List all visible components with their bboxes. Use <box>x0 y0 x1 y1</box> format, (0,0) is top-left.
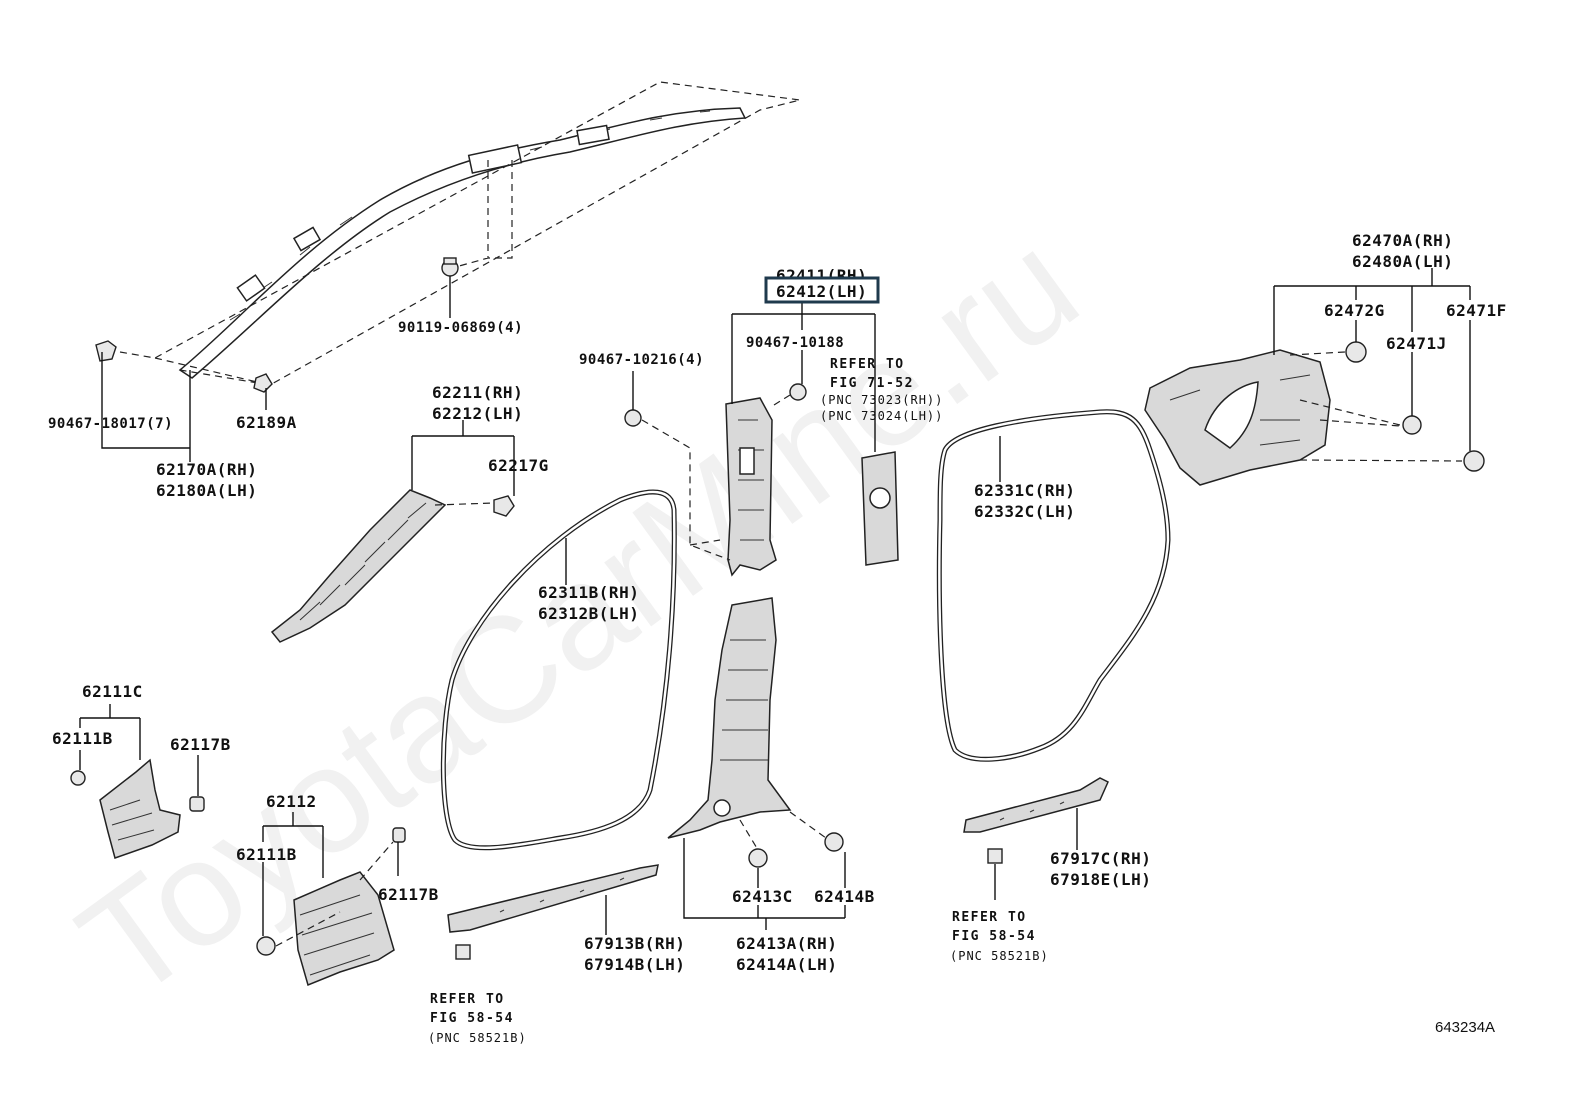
clip-scuff-left-icon <box>455 944 471 960</box>
ref-fig58-right-line1: REFER TO <box>952 910 1027 925</box>
roof-side-inner-garnish <box>1144 349 1331 486</box>
label-90467-10216: 90467-10216(4) <box>579 352 704 368</box>
label-62414b: 62414B <box>814 887 875 906</box>
label-62331c: 62331C(RH) <box>974 481 1075 500</box>
clip-90467-18017-icon <box>95 340 117 362</box>
cowl-side-trim-upper <box>99 758 181 859</box>
label-62413c: 62413C <box>732 887 793 906</box>
front-door-weatherstrip <box>440 489 677 851</box>
label-62212: 62212(LH) <box>432 404 523 423</box>
ref-fig58-left-line1: REFER TO <box>430 992 505 1007</box>
ref-fig71-line4: (PNC 73024(LH)) <box>820 409 943 423</box>
highlight-62412-box <box>764 276 880 304</box>
label-62180a: 62180A(LH) <box>156 481 257 500</box>
ref-fig58-left-line2: FIG 58-54 <box>430 1011 514 1026</box>
label-62471f: 62471F <box>1446 301 1507 320</box>
label-67913b: 67913B(RH) <box>584 934 685 953</box>
label-62414a: 62414A(LH) <box>736 955 837 974</box>
label-90467-18017: 90467-18017(7) <box>48 416 173 432</box>
ref-fig58-right-line2: FIG 58-54 <box>952 929 1036 944</box>
upper-center-pillar-garnish <box>725 397 777 577</box>
rear-door-weatherstrip <box>936 409 1171 762</box>
clip-62117b-upper-icon <box>189 796 205 812</box>
label-62312b: 62312B(LH) <box>538 604 639 623</box>
label-62472g: 62472G <box>1324 301 1385 320</box>
label-62170a: 62170A(RH) <box>156 460 257 479</box>
label-62471j: 62471J <box>1386 334 1447 353</box>
label-90467-10188: 90467-10188 <box>746 335 844 351</box>
clip-62471f-icon <box>1463 450 1485 472</box>
clip-62217g-icon <box>493 495 515 517</box>
clip-62414b-icon <box>824 832 844 852</box>
ref-fig58-right-line3: (PNC 58521B) <box>950 949 1049 963</box>
label-62332c: 62332C(LH) <box>974 502 1075 521</box>
clip-62472g-icon <box>1345 341 1367 363</box>
label-62111c: 62111C <box>82 682 143 701</box>
curtain-airbag <box>119 81 801 386</box>
ref-fig71-line1: REFER TO <box>830 357 905 372</box>
label-62311b: 62311B(RH) <box>538 583 639 602</box>
label-62480a: 62480A(LH) <box>1352 252 1453 271</box>
cowl-side-trim-lower <box>293 871 395 987</box>
bolt-90467-10216-icon <box>624 409 642 427</box>
front-pillar-garnish <box>270 489 447 643</box>
label-62413a: 62413A(RH) <box>736 934 837 953</box>
clip-62111b-lower-icon <box>256 936 276 956</box>
clip-62413c-icon <box>748 848 768 868</box>
clip-62117b-lower-icon <box>392 827 406 843</box>
rear-scuff-plate <box>963 777 1109 833</box>
bolt-90119-icon <box>441 257 459 277</box>
bolt-90467-10188-icon <box>789 383 807 401</box>
ref-fig58-left-line3: (PNC 58521B) <box>428 1031 527 1045</box>
front-scuff-plate <box>447 864 659 933</box>
ref-fig71-line2: FIG 71-52 <box>830 376 914 391</box>
seatbelt-anchor-cover <box>861 451 899 566</box>
clip-62111b-upper-icon <box>70 770 86 786</box>
clip-62471j-icon <box>1402 415 1422 435</box>
illustration-id: 643234A <box>1435 1019 1495 1036</box>
label-62217g: 62217G <box>488 456 549 475</box>
label-62111b-lower: 62111B <box>236 845 297 864</box>
label-67918e: 67918E(LH) <box>1050 870 1151 889</box>
label-90119-06869: 90119-06869(4) <box>398 320 523 336</box>
label-62112: 62112 <box>266 792 317 811</box>
label-62111b-upper: 62111B <box>52 729 113 748</box>
lower-center-pillar-garnish <box>667 597 792 839</box>
label-62412: 62412(LH) <box>776 282 867 301</box>
label-67914b: 67914B(LH) <box>584 955 685 974</box>
label-62189a: 62189A <box>236 413 297 432</box>
clip-scuff-right-icon <box>987 848 1003 864</box>
clip-62189a-icon <box>253 373 273 393</box>
label-62117b-lower: 62117B <box>378 885 439 904</box>
label-62470a: 62470A(RH) <box>1352 231 1453 250</box>
label-67917c: 67917C(RH) <box>1050 849 1151 868</box>
label-62117b-upper: 62117B <box>170 735 231 754</box>
ref-fig71-line3: (PNC 73023(RH)) <box>820 393 943 407</box>
label-62211: 62211(RH) <box>432 383 523 402</box>
